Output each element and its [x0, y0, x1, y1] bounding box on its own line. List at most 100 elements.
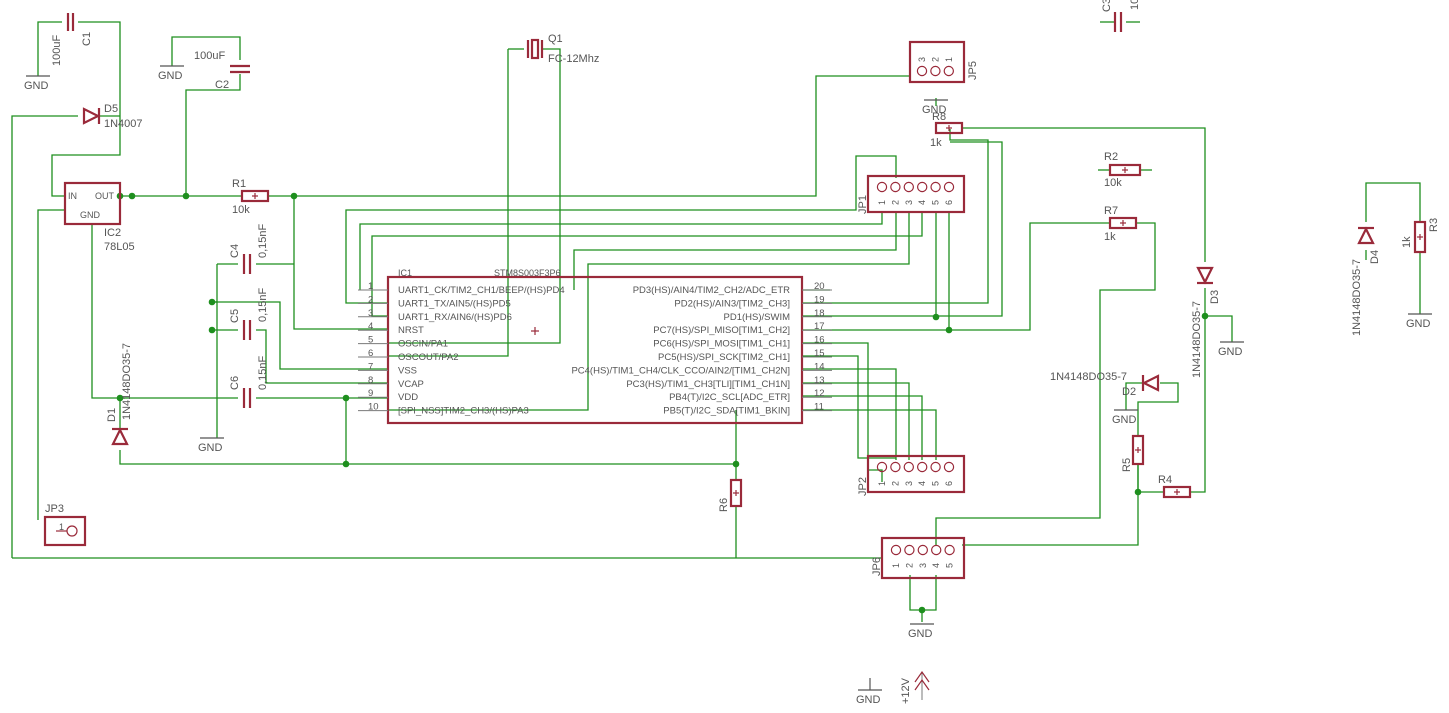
ic2-pin-gnd: GND: [80, 210, 101, 220]
ic2-value: 78L05: [104, 241, 135, 253]
header-pin: [930, 65, 941, 77]
header-pin-number: 3: [917, 57, 927, 62]
r3-value: 1k: [1401, 236, 1413, 248]
svg-text:GND: GND: [1406, 318, 1431, 330]
jp3-name: JP3: [45, 503, 64, 515]
svg-text:GND: GND: [24, 80, 49, 92]
diode-d2: 1N4148DO35-7 D2: [1050, 371, 1160, 398]
gnd-symbol: GND: [922, 99, 948, 116]
resistor-r3: 1k R3: [1401, 218, 1440, 254]
diode-d1: D1 1N4148DO35-7: [106, 343, 133, 446]
capacitor-c3: C3 10: [1101, 0, 1141, 32]
header-pin-number: 3: [904, 200, 914, 205]
ic1-pin-label: PC4(HS)/TIM1_CH4/CLK_CCO/AIN2/[TIM1_CH2N…: [571, 365, 790, 376]
ic1-value: STM8S003F3P6: [494, 268, 561, 278]
ic1-pin-label: PC5(HS)/SPI_SCK[TIM2_CH1]: [658, 352, 790, 363]
c6-value: 0,15nF: [257, 355, 269, 390]
header-pin-number: 4: [917, 481, 927, 486]
ic1-pin-number: 14: [814, 361, 825, 372]
ic1-pin-label: PC3(HS)/TIM1_CH3[TLI][TIM1_CH1N]: [626, 379, 790, 390]
header-pin: [917, 461, 928, 473]
r5-name: R5: [1121, 458, 1133, 472]
ic1-pin-label: VCAP: [398, 379, 424, 390]
c2-name: C2: [215, 79, 229, 91]
c1-value: 100uF: [51, 35, 63, 66]
ic1-pin-label: NRST: [398, 325, 424, 336]
header-pin-number: 3: [904, 481, 914, 486]
header-pin: [943, 461, 955, 473]
jp3-pin-1: 1: [59, 522, 64, 532]
ic1-pin-label: PC7(HS)/SPI_MISO[TIM1_CH2]: [653, 325, 790, 336]
junctions: [116, 192, 1209, 614]
resistor-r6: R6: [718, 478, 743, 512]
header-pin-number: 4: [931, 563, 941, 568]
supply-12v: +12V: [900, 670, 930, 704]
q1-name: Q1: [548, 33, 563, 45]
header-pin: [917, 181, 928, 193]
svg-text:+12V: +12V: [900, 677, 912, 704]
ic1-right-pins: 20PD3(HS)/AIN4/TIM2_CH2/ADC_ETR19PD2(HS)…: [571, 281, 832, 417]
diode-d3: D3 1N4148DO35-7: [1191, 266, 1221, 378]
header-pin: [943, 65, 955, 77]
header-pin: [917, 544, 929, 556]
c5-name: C5: [229, 309, 241, 323]
header-pin-number: 2: [890, 200, 900, 205]
r2-name: R2: [1104, 151, 1118, 163]
svg-text:GND: GND: [908, 628, 933, 640]
header-pin: [930, 461, 941, 473]
jp5-name: JP5: [967, 61, 979, 80]
r1-value: 10k: [232, 204, 250, 216]
ic1-pin-label: PB4(T)/I2C_SCL[ADC_ETR]: [669, 392, 790, 403]
header-pin-number: 5: [945, 563, 955, 568]
ic1-pin-number: 6: [368, 348, 373, 359]
header-pin: [890, 461, 901, 473]
d1-name: D1: [106, 408, 118, 422]
ic1-pin-number: 19: [814, 294, 825, 305]
ic1-pin-number: 15: [814, 348, 825, 359]
ic1-pin-label: PD2(HS)/AIN3/[TIM2_CH3]: [674, 298, 790, 309]
ic1-pin-number: 13: [814, 375, 825, 386]
ic2-pin-out: OUT: [95, 191, 115, 201]
ic1-name: IC1: [398, 268, 412, 278]
c3-name: C3: [1101, 0, 1113, 12]
diode-d4: D4 1N4148DO35-7: [1351, 226, 1381, 336]
header-pin-number: 2: [930, 57, 940, 62]
ic1-pin-label: PD3(HS)/AIN4/TIM2_CH2/ADC_ETR: [633, 285, 790, 296]
d4-name: D4: [1369, 250, 1381, 264]
gnd-symbol: GND: [24, 75, 50, 92]
ic1-pin-number: 2: [368, 294, 373, 305]
ic1-pin-number: 1: [368, 281, 373, 292]
ic1-pin-number: 7: [368, 361, 373, 372]
header-pin: [876, 181, 888, 193]
r4-name: R4: [1158, 474, 1172, 486]
header-pin-number: 6: [944, 200, 954, 205]
header-pin-number: 1: [891, 563, 901, 568]
header-pin: [903, 461, 915, 473]
gnd-symbol: GND: [1112, 409, 1138, 426]
header-pin-number: 1: [877, 481, 887, 486]
r6-name: R6: [718, 498, 730, 512]
r1-name: R1: [232, 178, 246, 190]
ic1-pin-label: [SPI_NSS]TIM2_CH3/(HS)PA3: [398, 406, 529, 417]
header-pin-number: 1: [944, 57, 954, 62]
gnd-symbol: GND: [908, 623, 934, 640]
ic1-pin-number: 18: [814, 308, 825, 319]
header-pin: [944, 544, 955, 556]
capacitor-c2: 100uF C2: [194, 50, 250, 91]
svg-text:GND: GND: [198, 442, 223, 454]
header-pin: [904, 544, 915, 556]
header-pin-number: 2: [890, 481, 900, 486]
ic1-pin-label: PD1(HS)/SWIM: [724, 312, 791, 323]
svg-text:GND: GND: [158, 70, 183, 82]
c1-name: C1: [81, 32, 93, 46]
ic1-pin-number: 10: [368, 402, 379, 413]
q1-value: FC-12Mhz: [548, 53, 599, 65]
header-pin-number: 6: [944, 481, 954, 486]
header-pin: [903, 181, 915, 193]
ic1-pin-number: 9: [368, 388, 373, 399]
